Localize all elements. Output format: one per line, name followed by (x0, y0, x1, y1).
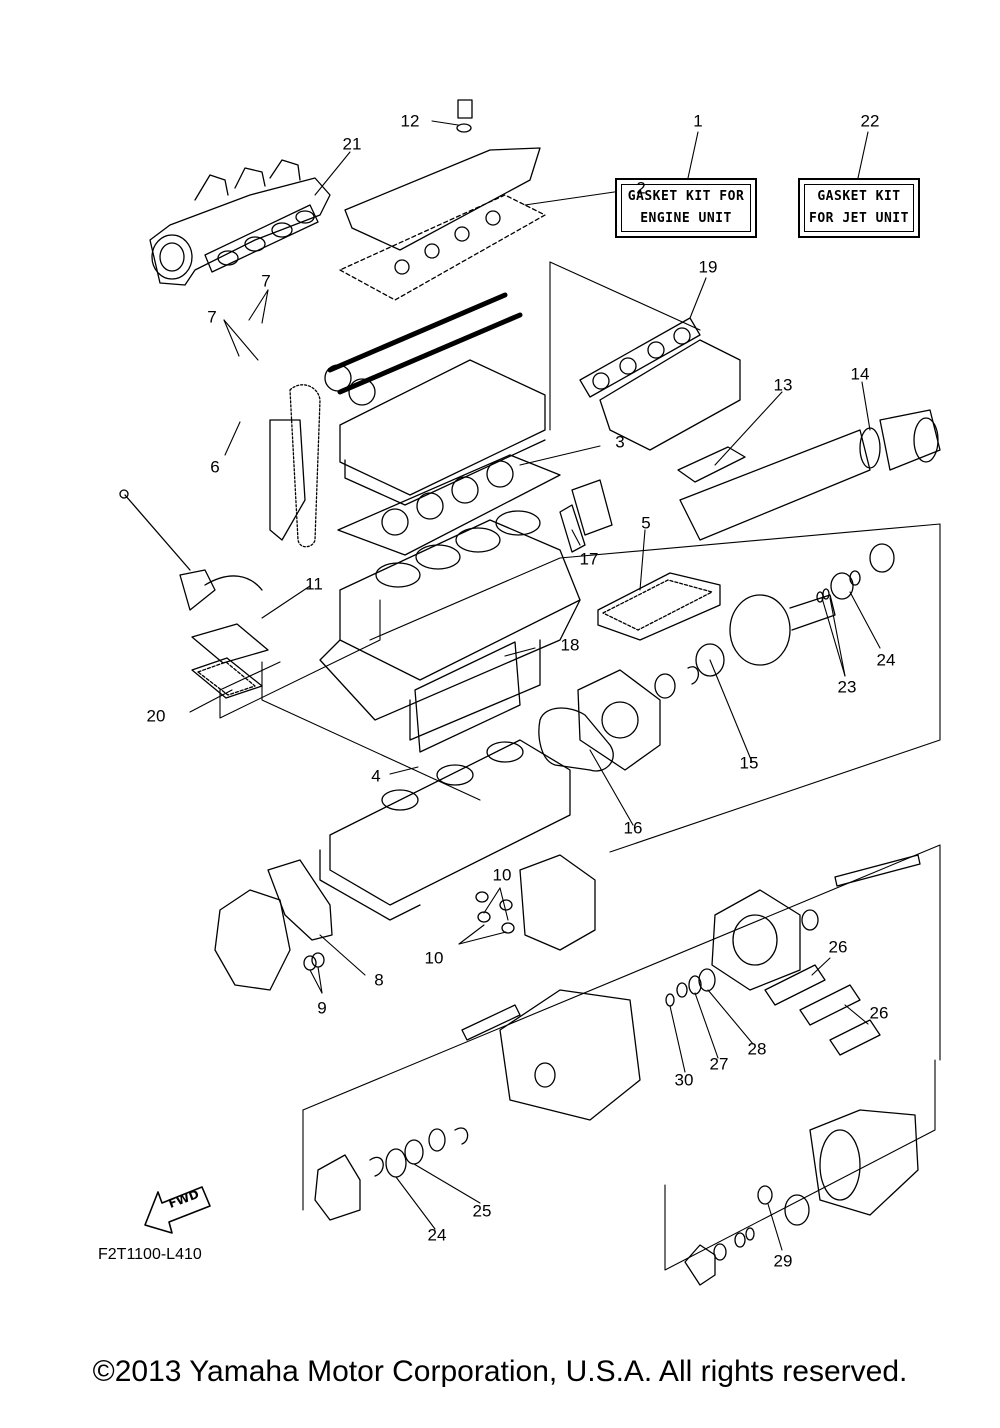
gasket-17-drawing (559, 504, 586, 553)
callout-26b: 26 (869, 1003, 889, 1023)
seal-30-drawing (665, 993, 675, 1007)
callout-25: 25 (472, 1201, 492, 1221)
callout-11: 11 (305, 574, 323, 594)
jet-kit-line2: FOR JET UNIT (809, 211, 909, 226)
callout-3: 3 (615, 432, 625, 452)
callout-29: 29 (773, 1251, 793, 1271)
callout-15: 15 (739, 753, 759, 773)
copyright-notice: ©2013 Yamaha Motor Corporation, U.S.A. A… (92, 1355, 908, 1388)
water-pump-cover-drawing (571, 479, 613, 536)
callout-16: 16 (623, 818, 643, 838)
callout-24b: 24 (427, 1225, 447, 1245)
jet-gasket-kit-inner: GASKET KIT FOR JET UNIT (804, 184, 914, 232)
callout-8: 8 (374, 970, 384, 990)
engine-gasket-kit-inner: GASKET KIT FOR ENGINE UNIT (621, 184, 751, 232)
intake-manifold-drawing (149, 159, 331, 286)
cover-gasket-drawing (538, 707, 614, 772)
jet-kit-line1: GASKET KIT (817, 189, 901, 204)
group-outline-lines (219, 261, 941, 1271)
callout-23: 23 (837, 677, 857, 697)
coupler-drawing (314, 1127, 469, 1221)
engine-gasket-kit-box: GASKET KIT FOR ENGINE UNIT (615, 178, 757, 238)
callout-30: 30 (674, 1070, 694, 1090)
bracket-drawing (829, 1019, 881, 1056)
exhaust-pipe-drawing (679, 409, 941, 541)
fwd-arrow-drawing (144, 1186, 211, 1234)
callout-24a: 24 (876, 650, 896, 670)
jet-gasket-kit-box: GASKET KIT FOR JET UNIT (798, 178, 920, 238)
gasket-26a-drawing (764, 964, 826, 1006)
gasket-13-drawing (677, 446, 746, 483)
diagram-code: F2T1100-L410 (98, 1246, 202, 1263)
callout-20: 20 (146, 706, 166, 726)
engine-kit-line2: ENGINE UNIT (640, 211, 732, 226)
generator-cover-drawing (577, 669, 661, 771)
callout-10a: 10 (492, 865, 512, 885)
callout-1: 1 (693, 111, 703, 131)
callout-7a: 7 (261, 271, 271, 291)
callout-26a: 26 (828, 937, 848, 957)
callout-10b: 10 (424, 948, 444, 968)
camshaft-drawing (324, 292, 523, 406)
callout-27: 27 (709, 1054, 729, 1074)
callout-13: 13 (773, 375, 793, 395)
seal-28-drawing (698, 968, 716, 992)
oil-pump-drawing (214, 859, 333, 991)
callout-18: 18 (560, 635, 580, 655)
engine-kit-line1: GASKET KIT FOR (627, 189, 745, 204)
callout-22: 22 (860, 111, 880, 131)
callout-21: 21 (342, 134, 362, 154)
leader-lines (189, 120, 881, 1251)
callout-4: 4 (371, 766, 381, 786)
callout-19: 19 (698, 257, 718, 277)
cylinder-block-drawing (319, 510, 581, 741)
cylinder-head-drawing (339, 359, 546, 506)
breather-plate-drawing (191, 623, 269, 699)
driveshaft-drawing (711, 854, 921, 991)
gasket-5-drawing (597, 572, 721, 641)
dipstick-drawing (119, 489, 263, 611)
jet-pump-drawing (684, 1109, 919, 1286)
callout-7b: 7 (207, 307, 217, 327)
callout-6: 6 (210, 457, 220, 477)
timing-chain-drawing (269, 384, 321, 548)
side-gasket-drawing (414, 641, 521, 753)
callout-5: 5 (641, 513, 651, 533)
callout-9: 9 (317, 998, 327, 1018)
collar-drawing (676, 982, 688, 998)
output-housing-drawing (461, 989, 641, 1121)
callout-2: 2 (636, 178, 646, 198)
head-gasket-drawing (337, 454, 561, 556)
gasket-26b-drawing (799, 984, 861, 1026)
callout-12: 12 (400, 111, 420, 131)
callout-17: 17 (579, 549, 599, 569)
valve-cover-drawing (339, 99, 546, 301)
callout-14: 14 (850, 364, 870, 384)
crankshaft-drawing (654, 543, 895, 699)
exhaust-manifold-drawing (579, 317, 741, 451)
callout-28: 28 (747, 1039, 767, 1059)
crankcase-drawing (319, 739, 571, 921)
